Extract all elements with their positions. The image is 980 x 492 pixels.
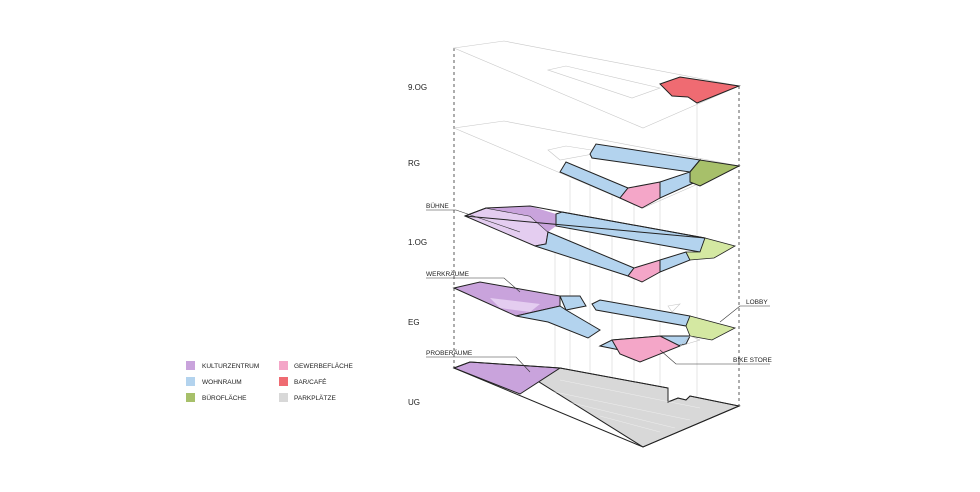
floor-1og <box>463 205 737 283</box>
callout-buehne: BÜHNE <box>426 202 449 210</box>
legend-label-3: BAR/CAFÉ <box>294 377 327 386</box>
legend-swatch-2 <box>186 377 195 386</box>
floor-1og-wohnraum-lower <box>534 231 635 277</box>
floor-9og-bar-cafe-zone <box>659 76 741 104</box>
callout-lobby-leader <box>719 305 770 323</box>
floor-1og-buero <box>685 237 737 261</box>
legend-swatch-0 <box>186 361 195 370</box>
callout-werkraeume-leader <box>426 277 521 293</box>
callout-proberaeume: PROBERÄUME <box>426 349 473 357</box>
floor-eg-wohnraum-left-b <box>515 305 601 339</box>
floor-label-rg: RG <box>408 159 420 168</box>
floor-label-eg: EG <box>408 318 420 327</box>
floor-labels: 9.OG RG 1.OG EG UG <box>408 83 427 407</box>
floor-1og-edge <box>464 205 706 239</box>
floor-rg-buero <box>689 159 741 187</box>
callout-bike-store: BIKE STORE <box>733 357 773 364</box>
legend: KULTURZENTRUM GEWERBEFLÄCHE WOHNRAUM BAR… <box>186 361 354 402</box>
floor-eg-kultur-light <box>490 298 540 312</box>
legend-swatch-5 <box>279 393 288 402</box>
floor-ug-outline <box>452 361 741 448</box>
floor-1og-kultur <box>486 206 556 232</box>
floor-1og-wohnraum-right <box>659 251 691 273</box>
legend-label-5: PARKPLÄTZE <box>294 394 336 402</box>
floor-label-9og: 9.OG <box>408 83 427 92</box>
floor-eg-wohnraum-left-a <box>559 295 587 311</box>
floor-eg-wohnraum-upper <box>591 299 691 327</box>
floor-1og-gewerbe <box>627 259 661 283</box>
floor-rg <box>452 120 741 209</box>
callouts: BÜHNE WERKRÄUME PROBERÄUME LOBBY BIKE ST… <box>426 202 773 373</box>
legend-label-1: GEWERBEFLÄCHE <box>294 362 354 370</box>
legend-label-0: KULTURZENTRUM <box>202 363 259 370</box>
floor-eg-lobby <box>685 315 737 341</box>
floor-label-1og: 1.OG <box>408 238 427 247</box>
floor-eg-arrow <box>667 303 681 313</box>
legend-swatch-1 <box>279 361 288 370</box>
floor-eg-misc <box>679 335 701 347</box>
legend-swatch-4 <box>186 393 195 402</box>
legend-label-2: WOHNRAUM <box>202 379 242 386</box>
floor-rg-gewerbe <box>619 181 661 209</box>
callout-lobby: LOBBY <box>746 299 768 306</box>
floor-9og-void <box>546 65 662 99</box>
floor-label-ug: UG <box>408 398 420 407</box>
callout-proberaeume-leader <box>426 356 531 373</box>
floor-9og <box>452 40 741 129</box>
floor-eg-gewerbe <box>611 335 682 363</box>
legend-label-4: BÜROFLÄCHE <box>202 394 247 402</box>
callout-buehne-leader <box>426 209 521 233</box>
floor-ug-parking-grid <box>544 379 701 433</box>
callout-bike-store-leader <box>659 349 770 365</box>
callout-werkraeume: WERKRÄUME <box>426 270 470 278</box>
floor-ug <box>452 361 741 448</box>
floor-eg <box>452 281 737 363</box>
legend-swatch-3 <box>279 377 288 386</box>
